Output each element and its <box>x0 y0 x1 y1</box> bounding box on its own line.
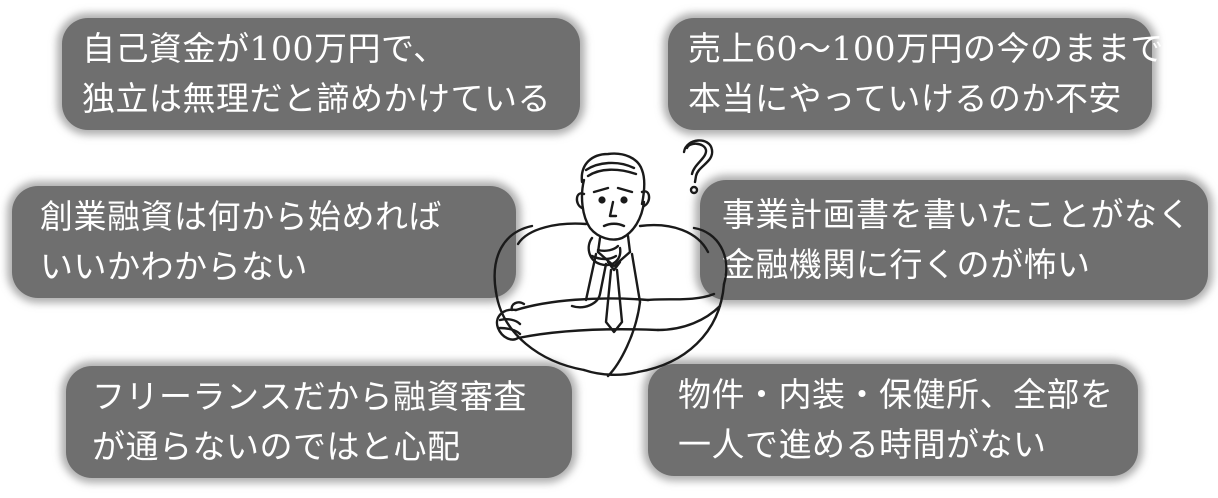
concern-text-line: いいかわからない <box>40 247 308 286</box>
concern-text-line: 物件・内装・保健所、全部を <box>678 375 1114 414</box>
concern-text-line: が通らないのではと心配 <box>92 427 461 466</box>
concern-bubble: フリーランスだから融資審査 が通らないのではと心配 <box>66 366 572 478</box>
concern-bubble: 物件・内装・保健所、全部を 一人で進める時間がない <box>648 364 1138 476</box>
concern-bubble: 売上60〜100万円の今のままで 本当にやっていけるのか不安 <box>668 18 1164 130</box>
concern-text-line: 本当にやっていけるのか不安 <box>688 79 1122 118</box>
concern-text-line: フリーランスだから融資審査 <box>92 377 527 416</box>
worried-man-icon <box>488 124 732 388</box>
concern-text-line: 金融機関に行くのが怖い <box>722 245 1091 284</box>
concern-text-line: 事業計画書を書いたことがなく <box>722 195 1191 234</box>
concern-text-line: 一人で進める時間がない <box>678 425 1047 464</box>
concern-text-line: 独立は無理だと諦めかけている <box>82 79 551 118</box>
concern-text-line: 創業融資は何から始めれば <box>40 197 442 236</box>
concern-bubble: 自己資金が100万円で、 独立は無理だと諦めかけている <box>62 18 580 130</box>
concern-bubble: 事業計画書を書いたことがなく 金融機関に行くのが怖い <box>700 180 1208 300</box>
concern-text-line: 自己資金が100万円で、 <box>82 29 447 68</box>
concern-text-line: 売上60〜100万円の今のままで <box>688 29 1164 68</box>
question-mark-icon <box>682 139 714 195</box>
concern-bubble: 創業融資は何から始めれば いいかわからない <box>12 186 516 298</box>
